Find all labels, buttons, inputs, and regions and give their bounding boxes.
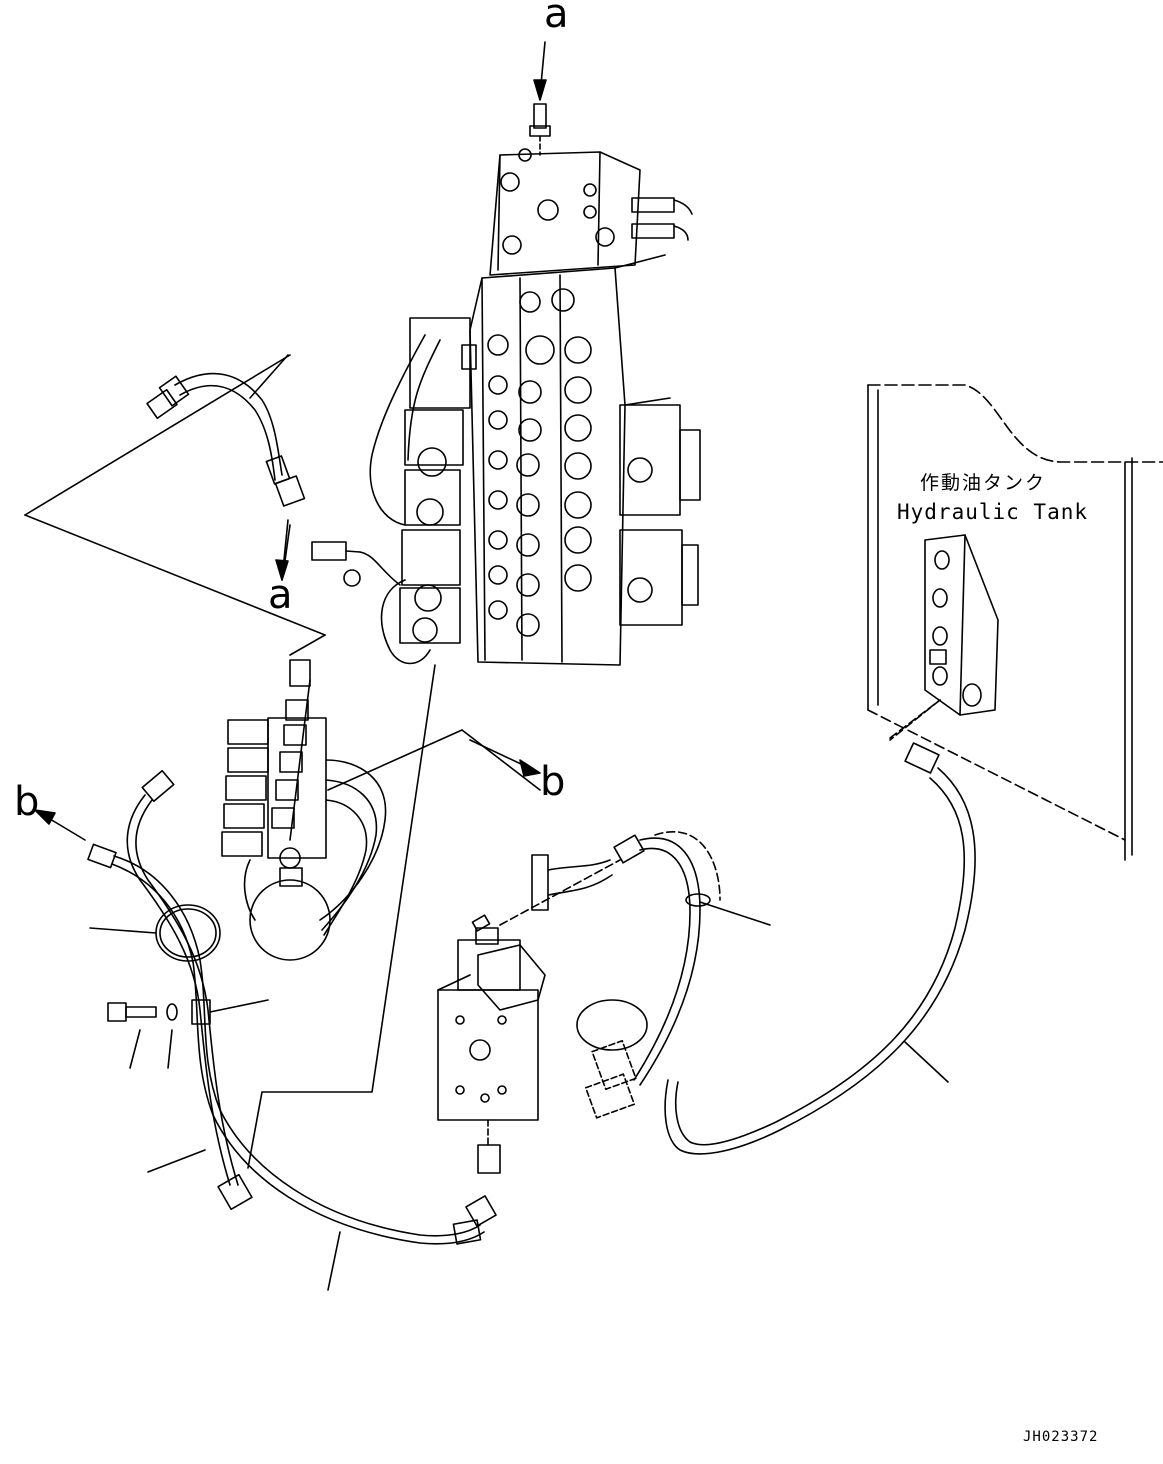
callout-arrow-b-right: [470, 740, 540, 776]
control-valve-assembly: [312, 104, 700, 665]
callout-a-left: a: [268, 572, 293, 618]
callout-b-right: b: [540, 759, 566, 805]
tank-label-english: Hydraulic Tank: [897, 500, 1089, 524]
pilot-valve-block: [438, 855, 647, 1173]
callout-a-top: a: [544, 0, 569, 37]
upper-left-hose: [25, 355, 325, 655]
hydraulic-tank-panel: [868, 385, 1163, 860]
tank-label-japanese: 作動油タンク: [920, 472, 1047, 494]
left-hose-bundle: [88, 665, 496, 1290]
callout-arrow-a-top: [534, 42, 546, 100]
right-hose-assembly: [614, 700, 975, 1154]
callout-arrow-a-left: [276, 525, 290, 580]
callout-arrow-b-left: [35, 810, 85, 840]
solenoid-valve-bank: [222, 660, 540, 960]
callout-b-left: b: [14, 779, 40, 825]
drawing-id: JH023372: [1023, 1429, 1099, 1445]
